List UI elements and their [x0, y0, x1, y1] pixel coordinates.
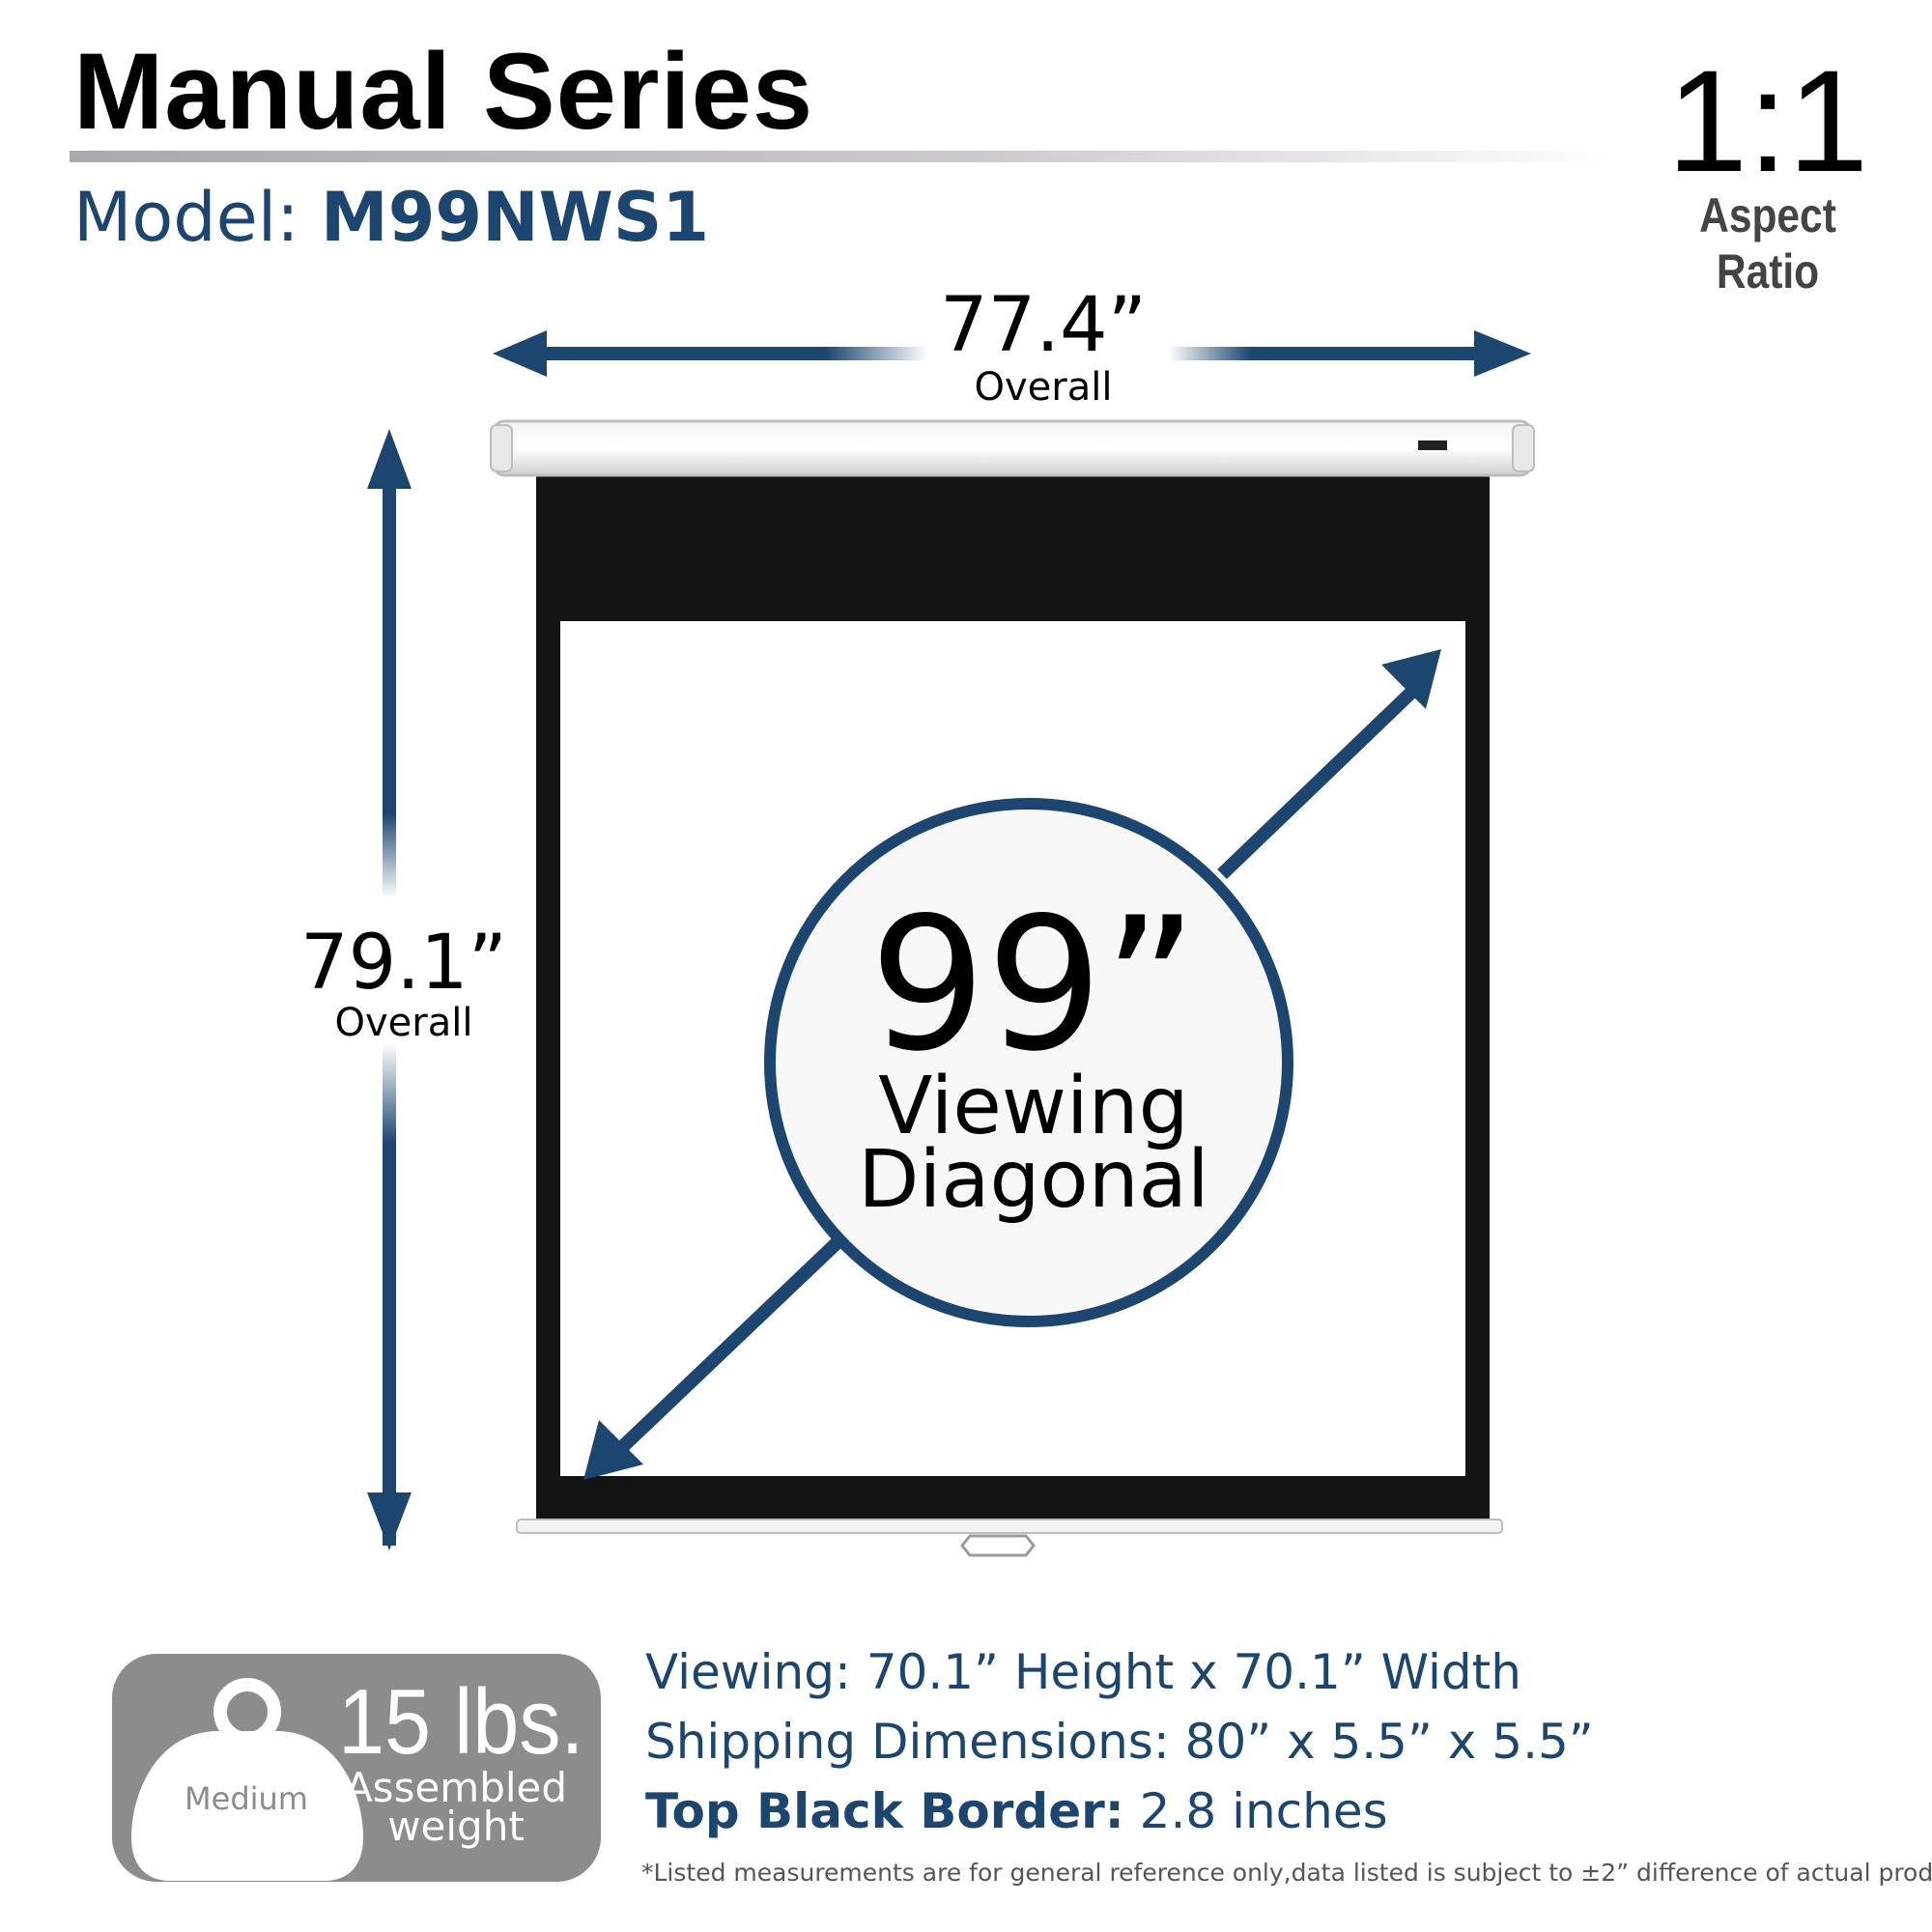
model-number: M99NWS1 — [321, 178, 710, 257]
model-line: Model: M99NWS1 — [73, 178, 709, 257]
projector-screen — [490, 419, 1535, 1557]
height-arrow — [367, 429, 412, 1550]
weight-label-line1: Assembled — [344, 1764, 568, 1811]
overall-width-label: Overall — [974, 365, 1113, 410]
diagonal-value: 99” — [868, 878, 1199, 1092]
spec-top-border-label: Top Black Border: — [645, 1783, 1124, 1839]
spec-top-border-value: 2.8 inches — [1123, 1783, 1388, 1839]
spec-shipping: Shipping Dimensions: 80” x 5.5” x 5.5” — [645, 1714, 1594, 1770]
diagonal-arrow — [583, 649, 1441, 1480]
aspect-ratio-value: 1:1 — [1666, 40, 1869, 202]
diagonal-label-line1: Viewing — [878, 1061, 1189, 1152]
title-divider — [70, 151, 1615, 162]
diagonal-circle — [764, 798, 1293, 1327]
disclaimer: *Listed measurements are for general ref… — [641, 1859, 1932, 1887]
weight-value: 15 lbs. — [338, 1670, 584, 1774]
spec-viewing: Viewing: 70.1” Height x 70.1” Width — [645, 1644, 1521, 1700]
spec-top-border: Top Black Border: 2.8 inches — [645, 1783, 1388, 1839]
weight-class-label: Medium — [185, 1780, 308, 1817]
weight-label-line2: weight — [387, 1803, 525, 1850]
aspect-ratio-label: Aspect Ratio — [1699, 188, 1836, 298]
model-label: Model: — [73, 178, 299, 257]
overall-height-value: 79.1” — [299, 920, 508, 1007]
width-arrow — [493, 330, 1531, 377]
series-title: Manual Series — [73, 31, 814, 152]
overall-height-label: Overall — [334, 1001, 473, 1045]
diagonal-label-line2: Diagonal — [858, 1134, 1209, 1226]
overall-width-value: 77.4” — [939, 282, 1148, 369]
